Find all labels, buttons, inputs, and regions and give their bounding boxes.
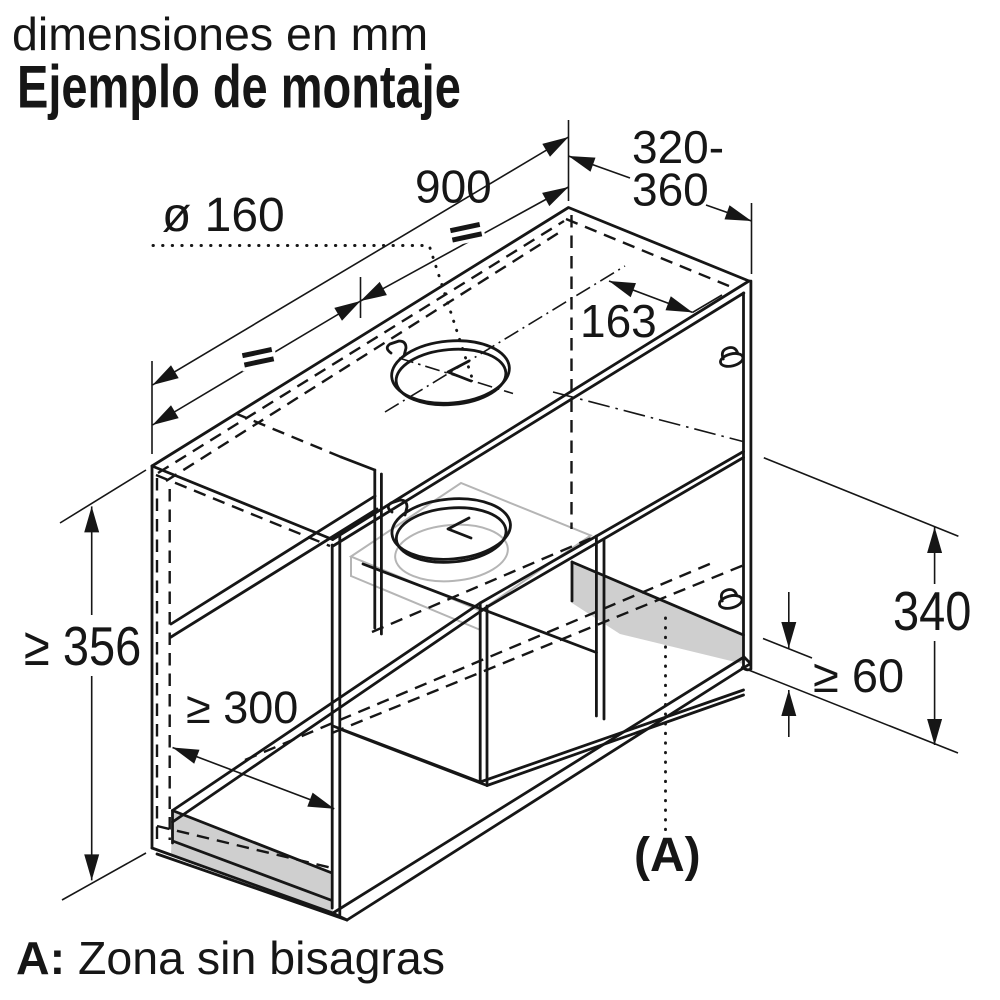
svg-text:163: 163 (580, 295, 657, 347)
svg-text:dimensiones en mm: dimensiones en mm (12, 8, 428, 60)
svg-text:ø 160: ø 160 (162, 189, 285, 242)
svg-text:900: 900 (415, 161, 492, 213)
svg-text:(A): (A) (634, 829, 701, 882)
svg-text:Ejemplo de montaje: Ejemplo de montaje (17, 54, 461, 121)
svg-text:≥ 300: ≥ 300 (186, 682, 298, 733)
svg-text:340: 340 (893, 581, 971, 642)
svg-text:≥ 356: ≥ 356 (24, 616, 141, 677)
svg-text:320-: 320- (632, 121, 724, 173)
svg-text:≥ 60: ≥ 60 (813, 649, 904, 702)
svg-text:A: Zona sin bisagras: A: Zona sin bisagras (16, 932, 445, 984)
svg-text:360: 360 (632, 164, 709, 216)
